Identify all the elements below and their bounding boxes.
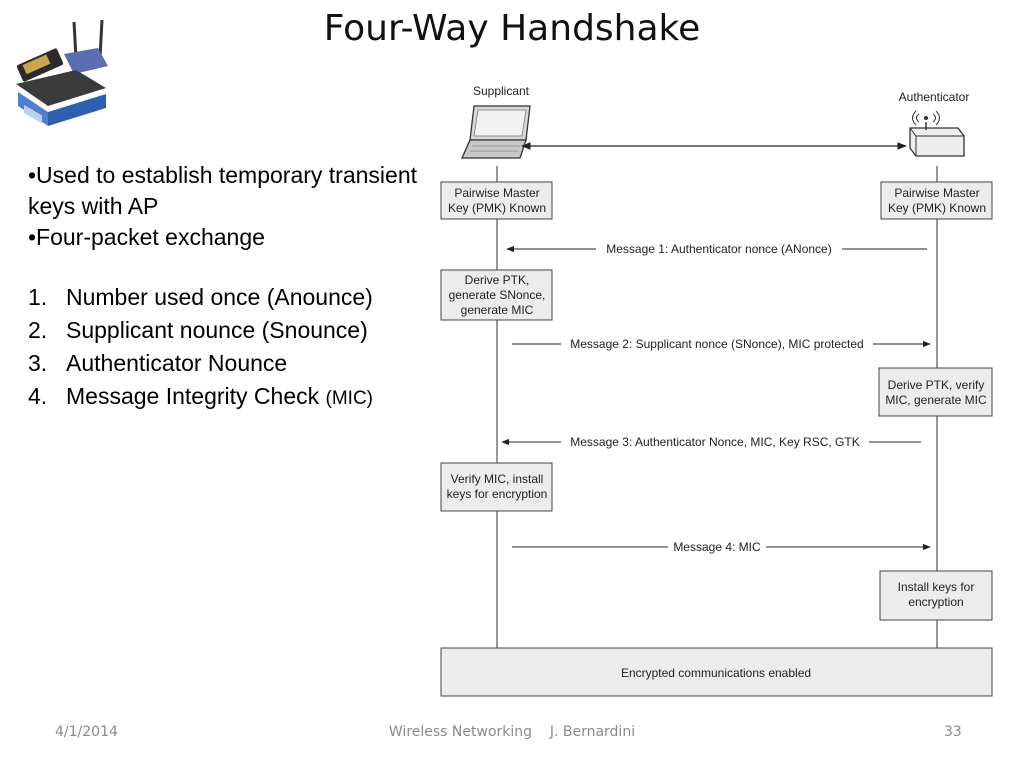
laptop-icon: [460, 105, 531, 159]
svg-text:generate MIC: generate MIC: [461, 303, 534, 317]
slide-title: Four-Way Handshake: [323, 8, 701, 49]
svg-text:keys for encryption: keys for encryption: [447, 487, 548, 501]
svg-text:Verify MIC, install: Verify MIC, install: [451, 472, 544, 486]
svg-text:MIC, generate MIC: MIC, generate MIC: [885, 393, 987, 407]
message-2-arrow: Message 2: Supplicant nonce (SNonce), MI…: [512, 336, 931, 352]
bullet-item: •Used to establish temporary transient k…: [28, 162, 418, 219]
numbered-item: 2. Supplicant nounce (Snounce): [28, 317, 368, 343]
svg-text:Message 1: Authenticator nonce: Message 1: Authenticator nonce (ANonce): [606, 242, 831, 256]
numbered-item: 1. Number used once (Anounce): [28, 284, 373, 310]
svg-text:Message 4: MIC: Message 4: MIC: [673, 540, 761, 554]
footer-center-text: Wireless Networking J. Bernardini: [388, 724, 636, 740]
supplicant-label: Supplicant: [473, 84, 530, 98]
svg-text:Derive PTK, verify: Derive PTK, verify: [888, 378, 985, 392]
supplicant-step-box: Verify MIC, install keys for encryption: [440, 462, 553, 512]
svg-text:Key (PMK) Known: Key (PMK) Known: [448, 201, 546, 215]
supplicant-step-box: Pairwise Master Key (PMK) Known: [440, 181, 553, 220]
message-4-arrow: Message 4: MIC: [512, 539, 931, 555]
wireless-router-icon: [16, 19, 108, 126]
message-1-arrow: Message 1: Authenticator nonce (ANonce): [506, 241, 927, 257]
footer-date: 4/1/2014: [55, 724, 118, 740]
message-3-arrow: Message 3: Authenticator Nonce, MIC, Key…: [501, 434, 921, 450]
svg-text:Key (PMK) Known: Key (PMK) Known: [888, 201, 986, 215]
svg-text:Derive PTK,: Derive PTK,: [465, 273, 530, 287]
authenticator-step-box: Pairwise Master Key (PMK) Known: [880, 181, 993, 220]
numbered-item: 3. Authenticator Nounce: [28, 350, 288, 376]
bullet-list: •Used to establish temporary transient k…: [28, 160, 428, 414]
svg-text:generate SNonce,: generate SNonce,: [449, 288, 546, 302]
supplicant-step-box: Derive PTK, generate SNonce, generate MI…: [440, 269, 553, 321]
page-number: 33: [944, 724, 962, 740]
handshake-diagram: Supplicant Authenticator Pairwise Master…: [440, 84, 993, 697]
svg-text:Pairwise Master: Pairwise Master: [894, 186, 979, 200]
numbered-item: 4. Message Integrity Check (MIC): [28, 383, 373, 409]
encrypted-communications-bar: Encrypted communications enabled: [440, 647, 993, 697]
svg-text:Message 3: Authenticator Nonce: Message 3: Authenticator Nonce, MIC, Key…: [570, 435, 859, 449]
svg-text:Install keys for: Install keys for: [898, 580, 975, 594]
svg-text:Pairwise Master: Pairwise Master: [454, 186, 539, 200]
authenticator-step-box: Install keys for encryption: [879, 570, 993, 621]
access-point-icon: [909, 110, 965, 157]
authenticator-label: Authenticator: [899, 90, 970, 104]
svg-text:encryption: encryption: [908, 595, 963, 609]
bullet-item: •Four-packet exchange: [28, 224, 265, 250]
svg-text:Message 2: Supplicant nonce (S: Message 2: Supplicant nonce (SNonce), MI…: [570, 337, 863, 351]
authenticator-step-box: Derive PTK, verify MIC, generate MIC: [878, 367, 993, 417]
svg-text:Encrypted communications enabl: Encrypted communications enabled: [621, 666, 811, 680]
